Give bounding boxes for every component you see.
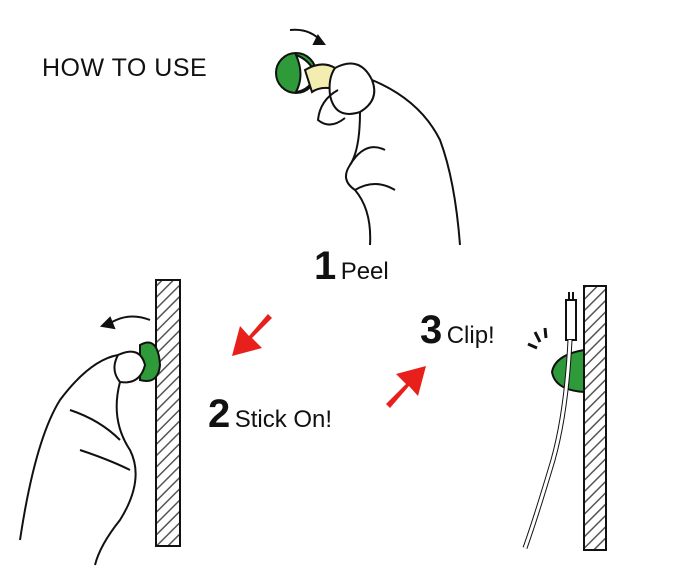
clip-cable-illustration (522, 292, 585, 549)
arrow-down-left-icon (232, 314, 272, 356)
stick-hand-illustration (19, 315, 162, 566)
arrow-up-right-icon (386, 366, 426, 408)
step-number: 2 (208, 392, 231, 436)
step-label: Stick On! (234, 406, 333, 433)
step-3: 3 Clip! (420, 308, 495, 353)
step-1: 1 Peel (314, 244, 389, 289)
peel-hand-illustration (275, 28, 461, 246)
page-title: HOW TO USE (42, 54, 208, 82)
wall-right (583, 285, 607, 551)
step-label: Peel (340, 258, 389, 285)
step-number: 1 (314, 244, 337, 288)
step-number: 3 (420, 308, 443, 352)
step-2: 2 Stick On! (208, 392, 332, 437)
step-label: Clip! (446, 322, 495, 349)
wall-left (155, 279, 181, 547)
